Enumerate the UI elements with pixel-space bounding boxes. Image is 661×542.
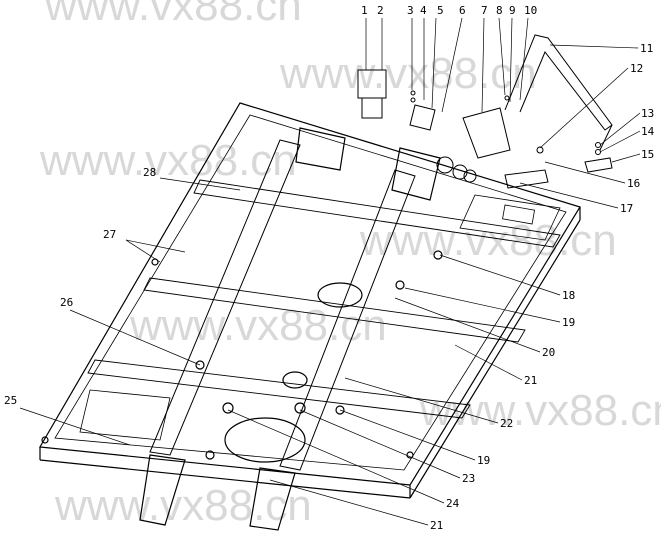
frame-inner [54,114,567,471]
cross-member-middle [143,277,526,343]
cross-member-rear [193,179,561,248]
center-beam-left [149,139,301,456]
skid-left [139,454,186,526]
callout-18: 18 [562,289,575,302]
center-beam-right [279,169,416,471]
pivot-bracket-right [391,147,441,201]
callout-2: 2 [377,4,384,17]
callout-15: 15 [641,148,654,161]
block-part-lower [361,97,383,119]
floor-opening [224,417,306,463]
seat-pad [462,107,511,159]
callout-25: 25 [4,394,17,407]
callout-14: 14 [641,125,655,138]
clamp-part [409,104,436,131]
callout-4: 4 [420,4,427,17]
rear-panel [459,194,561,241]
callout-13: 13 [641,107,654,120]
floor-panel [79,389,171,441]
callout-21: 21 [524,374,537,387]
callout-28: 28 [143,166,156,179]
callout-1: 1 [361,4,368,17]
ring-opening [317,282,363,308]
callout-24: 24 [446,497,460,510]
plate-part [584,157,613,173]
washer [436,156,454,174]
callout-11: 11 [640,42,653,55]
callout-23: 23 [462,472,475,485]
watermark-text: www.vx88.cn [44,0,302,30]
callout-21-lower: 21 [430,519,443,532]
callout-17: 17 [620,202,633,215]
watermark-text: www.vx88.cn [279,49,537,98]
pivot-bracket [295,127,346,171]
callout-6: 6 [459,4,466,17]
skid-right [249,467,296,531]
watermark-layer: www.vx88.cn www.vx88.cn www.vx88.cn www.… [39,0,661,530]
callout-3: 3 [407,4,414,17]
callout-5: 5 [437,4,444,17]
callout-10: 10 [524,4,537,17]
watermark-text: www.vx88.cn [39,136,297,185]
clip-strip [504,169,549,189]
callout-19: 19 [562,316,575,329]
exploded-parts [357,34,613,189]
callout-12: 12 [630,62,643,75]
watermark-text: www.vx88.cn [129,301,387,350]
callout-22: 22 [500,417,513,430]
callout-labels: 1 2 3 4 5 6 7 8 9 10 11 12 13 14 15 16 1… [4,4,655,532]
hole [282,371,308,389]
callout-8: 8 [496,4,503,17]
cross-member-front [87,359,471,419]
callout-19-lower: 19 [477,454,490,467]
callout-20: 20 [542,346,555,359]
leader-lines [19,17,641,526]
callout-7: 7 [481,4,488,17]
callout-9: 9 [509,4,516,17]
watermark-text: www.vx88.cn [54,481,312,530]
callout-16: 16 [627,177,640,190]
callout-27: 27 [103,228,116,241]
callout-26: 26 [60,296,73,309]
watermark-text: www.vx88.cn [419,386,661,435]
